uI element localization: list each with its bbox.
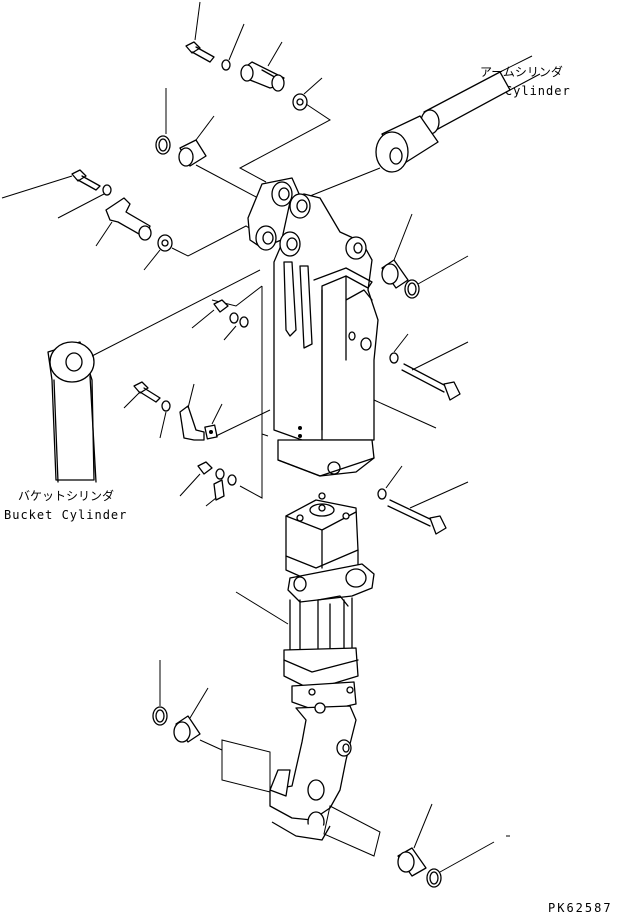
top-washer: [221, 23, 245, 71]
drawing-number: PK62587: [548, 901, 613, 915]
left-bolt: [1, 169, 101, 199]
mid-washer: [159, 400, 171, 439]
clip: [204, 403, 223, 440]
lower-small-washers: [205, 468, 237, 507]
breaker-unit: [235, 492, 375, 841]
lower-right-bushing: [397, 803, 433, 877]
left-washer: [57, 184, 112, 219]
clip-leader: [215, 409, 271, 437]
right-ring: [404, 255, 469, 299]
clamp: [179, 383, 205, 441]
right-upper-bolt: [389, 333, 469, 401]
top-bolt: [185, 1, 215, 63]
upper-left-bushing: [178, 115, 215, 167]
upper-left-ring: [155, 88, 171, 155]
left-plate-washer: [143, 234, 173, 271]
upper-small-washers: [223, 312, 249, 341]
lower-right-ring: [426, 841, 495, 888]
lower-nut: [179, 461, 213, 497]
upper-nut: [191, 299, 229, 329]
lower-left-bushing: [173, 687, 209, 743]
lower-nut-leader: [239, 434, 263, 499]
bucket-cylinder-label-en: Bucket Cylinder: [4, 508, 127, 522]
bucket-cylinder-label-jp: バケットシリンダ: [18, 488, 114, 503]
arm-bracket: [247, 177, 379, 477]
stopper-pin: [95, 197, 152, 247]
bushing-axis-line: [195, 164, 259, 199]
bolt-leader: [373, 399, 437, 429]
top-pin: [240, 41, 285, 92]
pin-washer-top: [292, 77, 323, 111]
bucket-cylinder: [47, 269, 261, 483]
lower-pin-axis: [199, 739, 381, 857]
right-bushing: [381, 213, 413, 289]
arm-cylinder: [309, 55, 541, 197]
lower-left-ring: [152, 660, 168, 726]
mid-bolt: [123, 381, 161, 409]
right-lower-bolt: [377, 465, 469, 535]
assembly-leader-top: [238, 103, 331, 183]
